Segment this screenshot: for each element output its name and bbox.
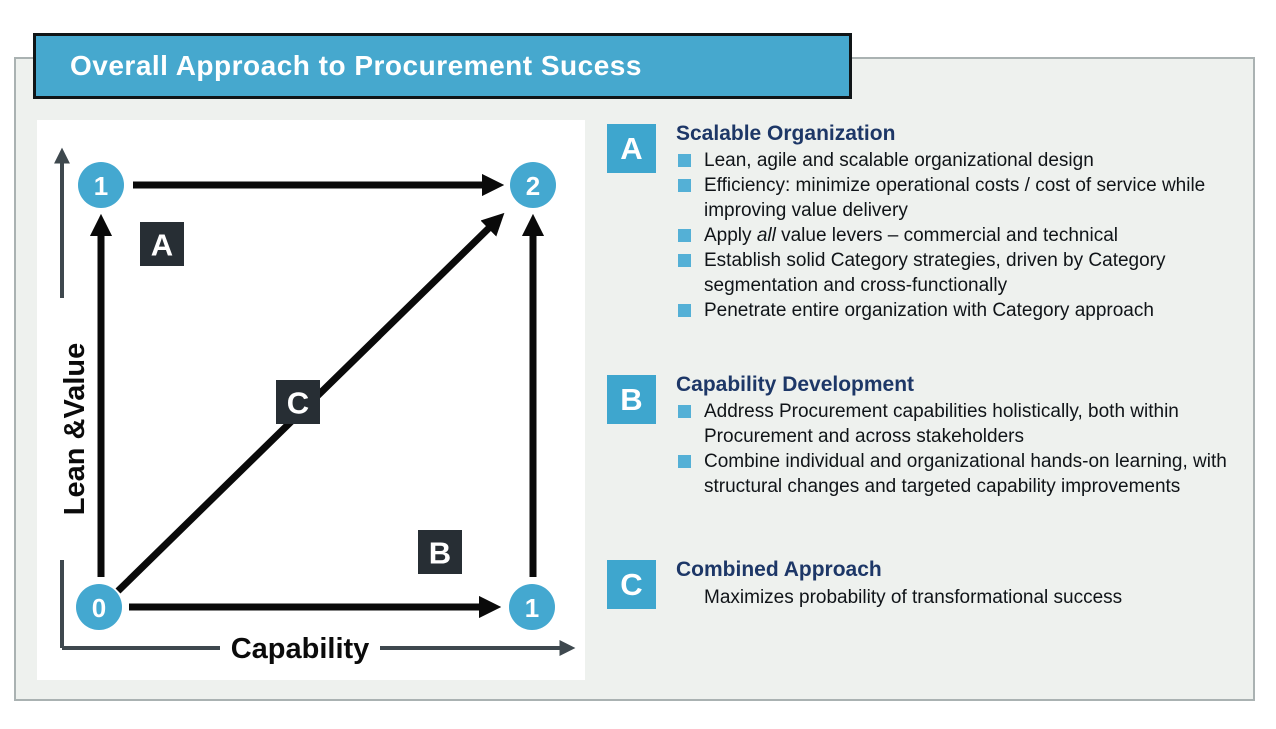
section-title: Scalable Organization [676, 122, 896, 145]
bullet-square-icon [678, 179, 691, 192]
svg-text:0: 0 [92, 593, 106, 623]
svg-text:2: 2 [526, 171, 540, 201]
node-target-2: 2 [510, 162, 556, 208]
bullet-square-icon [678, 455, 691, 468]
page-title: Overall Approach to Procurement Sucess [70, 50, 642, 81]
list-item: Lean, agile and scalable organizational … [676, 148, 1236, 173]
y-axis-label: Lean &Value [59, 343, 91, 515]
route-label-a: A [140, 222, 184, 266]
bullet-text: Apply all value levers – commercial and … [704, 225, 1118, 246]
section-note: Maximizes probability of transformationa… [704, 587, 1123, 608]
bullet-text: Address Procurement capabilities holisti… [704, 401, 1179, 447]
node-lean-value-1: 1 [78, 162, 124, 208]
list-item: Combine individual and organizational ha… [676, 449, 1236, 499]
bullet-list: Address Procurement capabilities holisti… [676, 399, 1236, 499]
title-bar: Overall Approach to Procurement Sucess [33, 33, 852, 99]
svg-text:A: A [151, 228, 173, 263]
section-title: Capability Development [676, 373, 915, 396]
list-item: Efficiency: minimize operational costs /… [676, 173, 1236, 223]
node-origin: 0 [76, 584, 122, 630]
svg-text:C: C [287, 386, 309, 421]
list-item: Apply all value levers – commercial and … [676, 223, 1236, 248]
list-item: Penetrate entire organization with Categ… [676, 298, 1236, 323]
bullet-list: Lean, agile and scalable organizational … [676, 148, 1236, 323]
section-title: Combined Approach [676, 558, 882, 581]
bullet-square-icon [678, 254, 691, 267]
section-c-badge: C [607, 560, 656, 609]
bullet-text: Efficiency: minimize operational costs /… [704, 175, 1206, 221]
list-item: Address Procurement capabilities holisti… [676, 399, 1236, 449]
x-axis-label: Capability [231, 633, 370, 665]
svg-text:B: B [429, 536, 451, 571]
bullet-text: Penetrate entire organization with Categ… [704, 300, 1154, 321]
section-b-badge: B [607, 375, 656, 424]
bullet-square-icon [678, 405, 691, 418]
node-capability-1: 1 [509, 584, 555, 630]
route-label-c: C [276, 380, 320, 424]
bullet-square-icon [678, 229, 691, 242]
svg-text:1: 1 [94, 171, 108, 201]
bullet-square-icon [678, 304, 691, 317]
bullet-square-icon [678, 154, 691, 167]
route-label-b: B [418, 530, 462, 574]
section-a-badge: A [607, 124, 656, 173]
bullet-text: Establish solid Category strategies, dri… [704, 250, 1166, 296]
svg-text:1: 1 [525, 593, 539, 623]
bullet-text: Combine individual and organizational ha… [704, 451, 1227, 497]
lean-value-capability-diagram: Lean &Value Capability A C B [54, 147, 576, 665]
diagram-panel: Lean &Value Capability A C B [37, 120, 585, 680]
list-item: Establish solid Category strategies, dri… [676, 248, 1236, 298]
bullet-text: Lean, agile and scalable organizational … [704, 150, 1094, 171]
